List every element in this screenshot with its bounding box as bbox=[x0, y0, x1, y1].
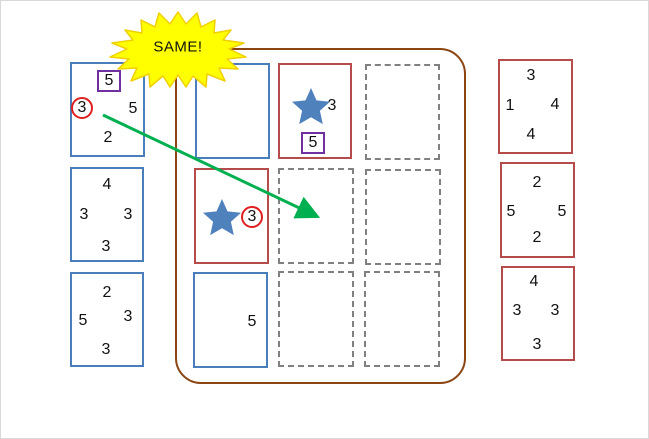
arrow-icon bbox=[102, 113, 321, 219]
left-hand-card-3[interactable]: 2 5 3 3 bbox=[70, 272, 144, 367]
card-value-right: 5 bbox=[247, 313, 257, 330]
burst-icon bbox=[109, 11, 247, 88]
card-value-right: 3 bbox=[123, 206, 133, 223]
card-value-left: 3 bbox=[512, 302, 522, 319]
card-value: 5 bbox=[308, 134, 318, 151]
board-cell-r2c0[interactable]: 5 bbox=[193, 272, 268, 368]
card-value-bottom: 2 bbox=[532, 229, 542, 246]
card-value-right-marked: 3 bbox=[241, 206, 263, 228]
card-value-top-marked: 5 bbox=[97, 70, 121, 92]
right-hand-card-2[interactable]: 2 5 5 2 bbox=[500, 162, 575, 258]
card-value-right: 4 bbox=[550, 96, 560, 113]
card-value-left: 5 bbox=[78, 312, 88, 329]
card-value-bottom: 4 bbox=[526, 126, 536, 143]
card-value-left: 5 bbox=[506, 203, 516, 220]
star-icon bbox=[203, 199, 241, 236]
card-value-bottom: 3 bbox=[101, 341, 111, 358]
card-value-top: 3 bbox=[526, 67, 536, 84]
board-cell-r2c2-empty[interactable] bbox=[364, 271, 440, 367]
card-value-top: 4 bbox=[529, 273, 539, 290]
card-value-left: 1 bbox=[505, 97, 515, 114]
card-value-right: 5 bbox=[128, 100, 138, 117]
right-hand-card-3[interactable]: 4 3 3 3 bbox=[501, 266, 575, 361]
card-value: 5 bbox=[104, 72, 114, 89]
star-icon bbox=[292, 88, 330, 125]
card-value-right: 3 bbox=[123, 308, 133, 325]
card-value-left-marked: 3 bbox=[71, 97, 93, 119]
card-value: 3 bbox=[247, 208, 257, 225]
board-cell-r2c1-empty[interactable] bbox=[278, 271, 354, 367]
card-value-bottom: 3 bbox=[532, 336, 542, 353]
board-cell-r0c2-empty[interactable] bbox=[365, 64, 440, 160]
same-callout-label: SAME! bbox=[153, 38, 203, 56]
left-hand-card-2[interactable]: 4 3 3 3 bbox=[70, 167, 144, 262]
card-value-bottom-marked: 5 bbox=[301, 132, 325, 154]
game-board bbox=[175, 48, 466, 384]
card-value-top: 2 bbox=[532, 174, 542, 191]
card-value-bottom: 3 bbox=[101, 238, 111, 255]
board-cell-r0c0[interactable] bbox=[195, 63, 270, 159]
card-value-top: 4 bbox=[102, 176, 112, 193]
board-cell-r1c2-empty[interactable] bbox=[365, 169, 441, 265]
card-value-right: 3 bbox=[550, 302, 560, 319]
card-value-right: 5 bbox=[557, 203, 567, 220]
card-value-bottom: 2 bbox=[103, 129, 113, 146]
card-value: 3 bbox=[77, 99, 87, 116]
card-value-top: 2 bbox=[102, 284, 112, 301]
card-value-left: 3 bbox=[79, 206, 89, 223]
card-value-right: 3 bbox=[327, 97, 337, 114]
right-hand-card-1[interactable]: 3 1 4 4 bbox=[498, 59, 573, 154]
